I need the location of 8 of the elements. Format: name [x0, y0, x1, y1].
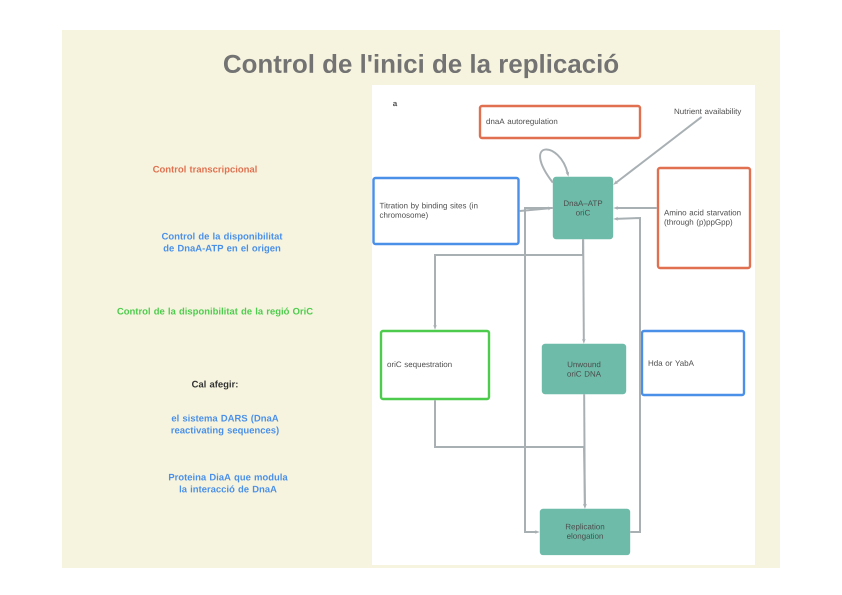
- note-text: Control de la disponibilitat de la regió OriC: [117, 308, 313, 316]
- slide-title: Control de l'inici de la replicació: [224, 54, 618, 78]
- note-text: Proteina DiaA que modula la interacció de DnaA: [168, 474, 288, 492]
- note-text: Control de la disponibilitat de DnaA-ATP en el origen: [162, 232, 282, 254]
- note-text: Control transcripcional: [153, 166, 257, 174]
- note-text: el sistema DARS (DnaA reactivating sequences): [171, 414, 279, 436]
- note-text: Cal afegir:: [192, 380, 238, 390]
- arrow: [539, 148, 570, 184]
